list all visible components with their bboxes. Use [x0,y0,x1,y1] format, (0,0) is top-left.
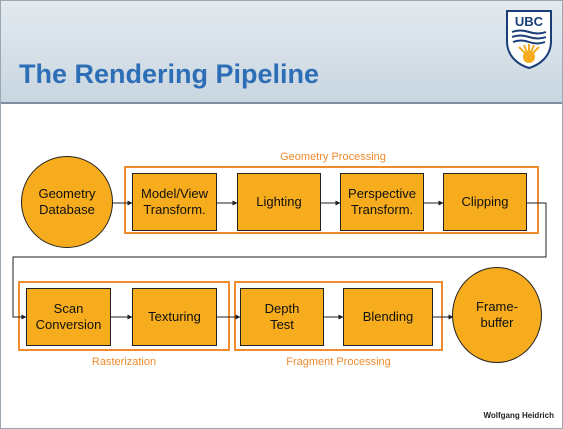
rasterization-label: Rasterization [91,356,157,368]
rasterization-group [18,281,230,351]
node-geometry-database: Geometry Database [21,156,113,248]
node-texturing: Texturing [132,288,217,346]
node-depth-test: Depth Test [240,288,324,346]
node-clipping: Clipping [443,173,527,231]
node-model-view-transform: Model/View Transform. [132,173,217,231]
node-scan-conversion: Scan Conversion [26,288,111,346]
geometry-processing-label: Geometry Processing [280,151,386,163]
ubc-crest-icon: UBC [506,10,552,69]
fragment-processing-label: Fragment Processing [286,356,391,368]
node-lighting: Lighting [237,173,321,231]
slide-title: The Rendering Pipeline [19,59,320,89]
fragment-processing-group [234,281,443,351]
node-framebuffer: Frame- buffer [452,267,542,363]
slide-header: The Rendering Pipeline UBC [1,1,562,104]
node-perspective-transform: Perspective Transform. [340,173,424,231]
author-credit: Wolfgang Heidrich [483,411,554,420]
node-blending: Blending [343,288,433,346]
geometry-processing-group [124,166,539,234]
arrow-clipping-to-scan-conversion [12,202,547,320]
svg-text:UBC: UBC [515,14,544,29]
